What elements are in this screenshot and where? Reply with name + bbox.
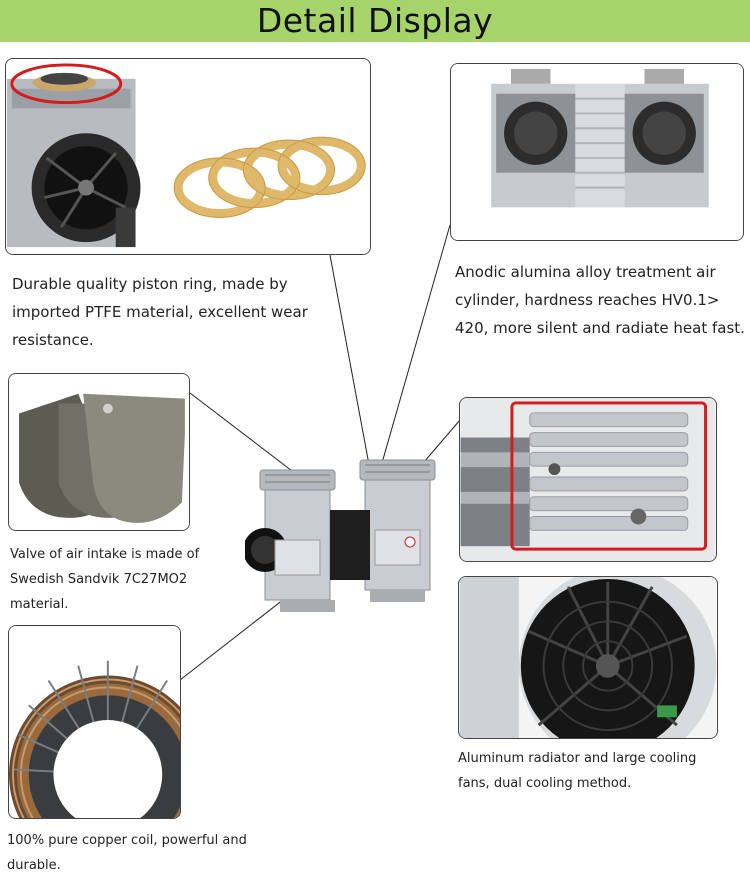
compressor-image <box>243 450 445 620</box>
page-title: Detail Display <box>256 1 494 40</box>
radiator-image <box>459 397 717 562</box>
fan-image <box>458 576 718 739</box>
valve-image <box>8 373 190 531</box>
cylinder-image <box>450 63 744 241</box>
header-banner: Detail Display <box>0 0 750 42</box>
coil-caption: 100% pure copper coil, powerful and dura… <box>7 833 247 873</box>
piston-ring-caption: Durable quality piston ring, made by imp… <box>12 275 308 349</box>
valve-caption: Valve of air intake is made of Swedish S… <box>10 547 200 612</box>
coil-image <box>8 625 181 819</box>
fan-caption: Aluminum radiator and large cooling fans… <box>458 751 697 791</box>
piston-ring-image <box>5 58 371 255</box>
cylinder-caption: Anodic alumina alloy treatment air cylin… <box>455 263 745 337</box>
